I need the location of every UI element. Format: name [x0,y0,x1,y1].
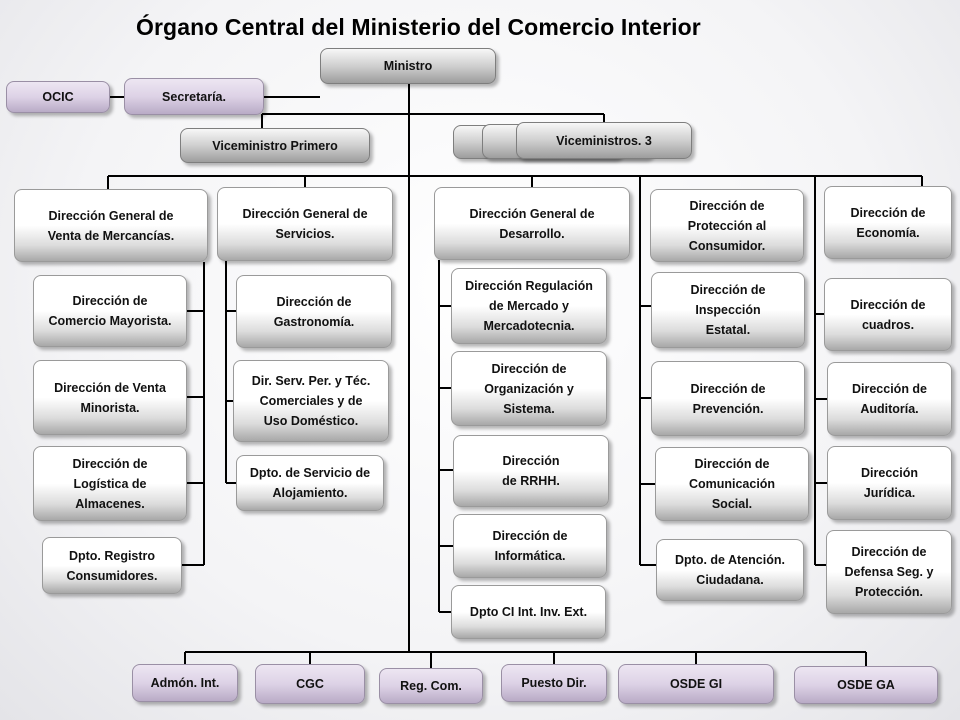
box-reg-com[interactable]: Reg. Com. [379,668,483,704]
box-ocic[interactable]: OCIC [6,81,110,113]
box-dg-servicios[interactable]: Dirección General de Servicios. [217,187,393,261]
box-ministro[interactable]: Ministro [320,48,496,84]
box-osde-gi[interactable]: OSDE GI [618,664,774,704]
box-dir-informatica[interactable]: Dirección de Informática. [453,514,607,578]
box-dir-cuadros[interactable]: Dirección de cuadros. [824,278,952,351]
box-dg-venta-mercancias[interactable]: Dirección General de Venta de Mercancías… [14,189,208,262]
box-viceministro-primero[interactable]: Viceministro Primero [180,128,370,163]
box-dir-organizacion-sistema[interactable]: Dirección de Organización y Sistema. [451,351,607,426]
box-dir-rrhh[interactable]: Dirección de RRHH. [453,435,609,507]
box-dg-desarrollo[interactable]: Dirección General de Desarrollo. [434,187,630,260]
box-dir-regulacion-mercado[interactable]: Dirección Regulación de Mercado y Mercad… [451,268,607,344]
box-dir-auditoria[interactable]: Dirección de Auditoría. [827,362,952,436]
page-title: Órgano Central del Ministerio del Comerc… [136,14,701,40]
box-dir-inspeccion-estatal[interactable]: Dirección de Inspección Estatal. [651,272,805,348]
box-dir-comunicacion-social[interactable]: Dirección de Comunicación Social. [655,447,809,521]
box-secretaria[interactable]: Secretaría. [124,78,264,115]
box-dir-serv-per-tec[interactable]: Dir. Serv. Per. y Téc. Comerciales y de … [233,360,389,442]
box-dir-logistica-almacenes[interactable]: Dirección de Logística de Almacenes. [33,446,187,521]
box-dir-economia[interactable]: Dirección de Economía. [824,186,952,259]
box-dir-gastronomia[interactable]: Dirección de Gastronomía. [236,275,392,348]
box-dir-comercio-mayorista[interactable]: Dirección de Comercio Mayorista. [33,275,187,347]
box-dir-venta-minorista[interactable]: Dirección de Venta Minorista. [33,360,187,435]
box-osde-ga[interactable]: OSDE GA [794,666,938,704]
box-dpto-registro-consumidores[interactable]: Dpto. Registro Consumidores. [42,537,182,594]
box-dpto-ci-int-inv-ext[interactable]: Dpto CI Int. Inv. Ext. [451,585,606,639]
box-dir-prevencion[interactable]: Dirección de Prevención. [651,361,805,436]
box-dpto-atencion-ciudadana[interactable]: Dpto. de Atención. Ciudadana. [656,539,804,601]
box-dir-juridica[interactable]: Dirección Jurídica. [827,446,952,520]
box-dpto-servicio-alojamiento[interactable]: Dpto. de Servicio de Alojamiento. [236,455,384,511]
box-admon-int[interactable]: Admón. Int. [132,664,238,702]
box-cgc[interactable]: CGC [255,664,365,704]
box-viceministros[interactable]: Viceministros. 3 [516,122,692,159]
box-dir-defensa-seg-proteccion[interactable]: Dirección de Defensa Seg. y Protección. [826,530,952,614]
box-dir-proteccion-consumidor[interactable]: Dirección de Protección al Consumidor. [650,189,804,262]
box-puesto-dir[interactable]: Puesto Dir. [501,664,607,702]
